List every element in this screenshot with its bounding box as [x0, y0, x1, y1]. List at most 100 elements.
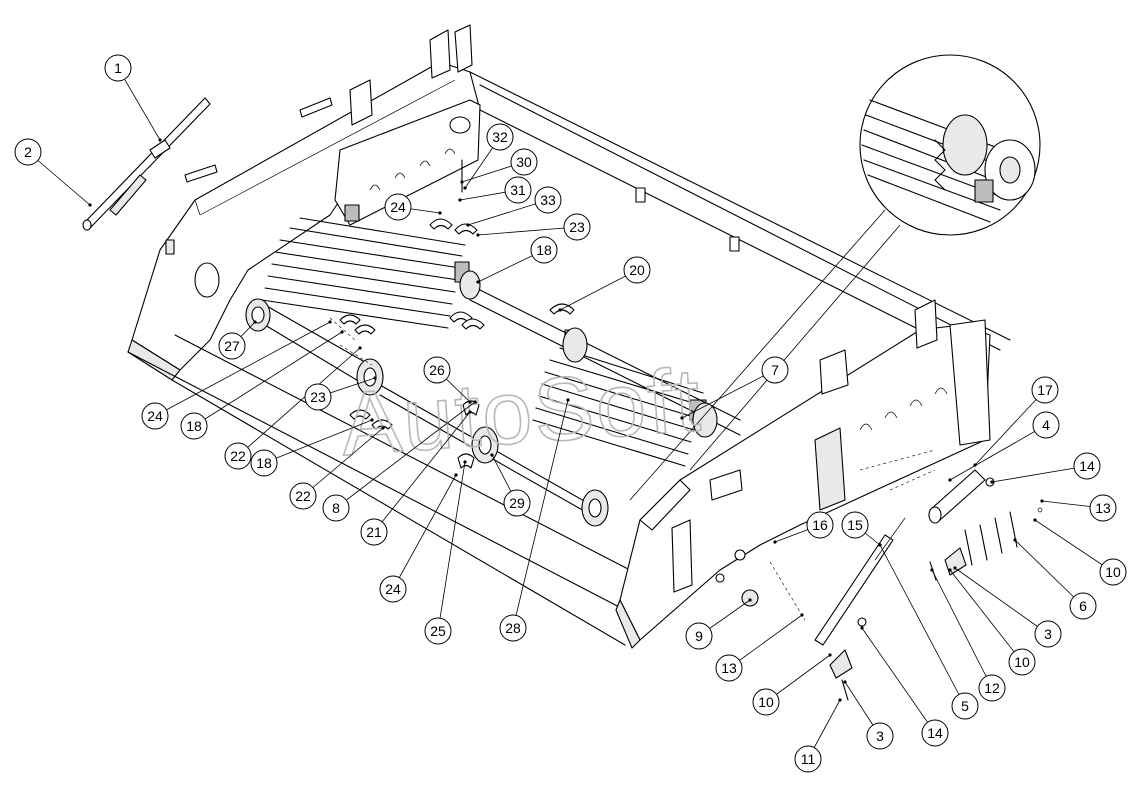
callout-leader-dot	[990, 480, 994, 484]
callout-circle-3	[866, 722, 894, 750]
callout-circle-6	[1069, 592, 1097, 620]
callout-circle-33	[534, 186, 562, 214]
callout-circle-23	[563, 213, 591, 241]
callout-number: 23	[310, 389, 326, 405]
callout-number: 14	[927, 725, 943, 741]
callout-leader-21	[373, 411, 471, 533]
callout-circle-32	[486, 123, 514, 151]
top-beam	[469, 71, 1011, 351]
callout-leader-14	[861, 627, 936, 734]
callout-circle-14	[1073, 452, 1101, 480]
callout-circle-9	[685, 622, 713, 650]
left-inner-plate	[334, 99, 481, 226]
tensioner-parts	[741, 469, 1043, 701]
callout-circle-22	[224, 442, 252, 470]
callout-circle-17	[1031, 376, 1059, 404]
callout-number: 4	[1042, 417, 1050, 433]
callout-circle-24	[379, 575, 407, 603]
left-roller-grid	[261, 204, 470, 329]
callout-leader-1	[117, 67, 161, 141]
callout-leader-dot	[948, 478, 952, 482]
callout-number: 3	[1044, 626, 1052, 642]
callout-leader-20	[559, 269, 638, 311]
callout-leader-22	[237, 347, 361, 457]
callout-circle-18	[530, 236, 558, 264]
callout-number: 9	[695, 628, 703, 644]
callout-circle-18	[250, 449, 278, 477]
callout-number: 31	[510, 182, 526, 198]
callout-leader-dot	[773, 540, 777, 544]
callout-circle-7	[761, 356, 789, 384]
callout-circle-4	[1032, 411, 1060, 439]
callout-number: 10	[1105, 564, 1121, 580]
callout-leader-dot	[328, 320, 332, 324]
callout-number: 27	[224, 338, 240, 354]
callout-circle-26	[423, 356, 451, 384]
callout-number: 14	[1079, 458, 1095, 474]
callout-number: 17	[1037, 382, 1053, 398]
callout-leader-dot	[158, 138, 162, 142]
callout-circle-23	[304, 383, 332, 411]
callout-leader-dot	[458, 198, 462, 202]
callout-circle-1	[104, 54, 132, 82]
callout-number: 18	[256, 455, 272, 471]
callout-number: 18	[536, 242, 552, 258]
callout-leader-3	[954, 567, 1049, 635]
callout-leader-dot	[843, 680, 847, 684]
callout-leader-dot	[878, 543, 882, 547]
callout-circle-24	[384, 193, 412, 221]
callout-leader-25	[437, 461, 466, 632]
callout-leader-dot	[381, 426, 385, 430]
callout-leader-14	[991, 465, 1088, 483]
callout-leader-dot	[476, 233, 480, 237]
callout-leader-dot	[838, 698, 842, 702]
callout-circle-13	[1089, 494, 1117, 522]
callout-leader-dot	[468, 400, 472, 404]
callout-number: 10	[758, 694, 774, 710]
callout-leader-dot	[370, 418, 374, 422]
callout-leader-dot	[88, 203, 92, 207]
callout-circle-11	[794, 745, 822, 773]
callout-number: 12	[984, 680, 1000, 696]
callout-leader-dot	[358, 346, 362, 350]
callout-leader-dot	[476, 280, 480, 284]
callout-number: 32	[492, 129, 508, 145]
callout-leader-10	[1034, 519, 1114, 573]
callout-leader-2	[27, 151, 91, 206]
callout-number: 29	[509, 495, 525, 511]
callout-leader-dot	[466, 223, 470, 227]
callout-circle-13	[715, 654, 743, 682]
callout-number: 11	[801, 751, 816, 767]
callout-circle-5	[951, 692, 979, 720]
callout-number: 33	[540, 192, 556, 208]
callout-leader-dot	[930, 568, 934, 572]
callout-leader-24	[392, 474, 457, 590]
callout-circle-22	[289, 482, 317, 510]
callout-number: 21	[366, 524, 382, 540]
callout-circle-30	[510, 148, 538, 176]
callout-circle-18	[180, 412, 208, 440]
callout-leader-12	[931, 569, 993, 689]
callout-number: 8	[332, 500, 340, 516]
callout-number: 25	[430, 623, 446, 639]
callout-leader-dot	[253, 320, 257, 324]
callout-leader-10	[949, 569, 1023, 663]
callout-leader-dot	[373, 376, 377, 380]
callout-leader-dot	[800, 613, 804, 617]
callout-circle-16	[806, 511, 834, 539]
callout-leader-dot	[948, 568, 952, 572]
alignment-lines	[329, 317, 936, 621]
callout-number: 20	[629, 262, 645, 278]
callout-leader-dot	[558, 308, 562, 312]
callout-number: 15	[847, 517, 863, 533]
callout-leader-4	[949, 424, 1047, 481]
callout-leader-17	[974, 389, 1046, 466]
callout-circle-8	[322, 494, 350, 522]
callout-leader-18	[263, 419, 373, 464]
callout-leader-22	[302, 427, 384, 497]
callout-leader-dot	[748, 598, 752, 602]
callout-number: 22	[230, 448, 246, 464]
